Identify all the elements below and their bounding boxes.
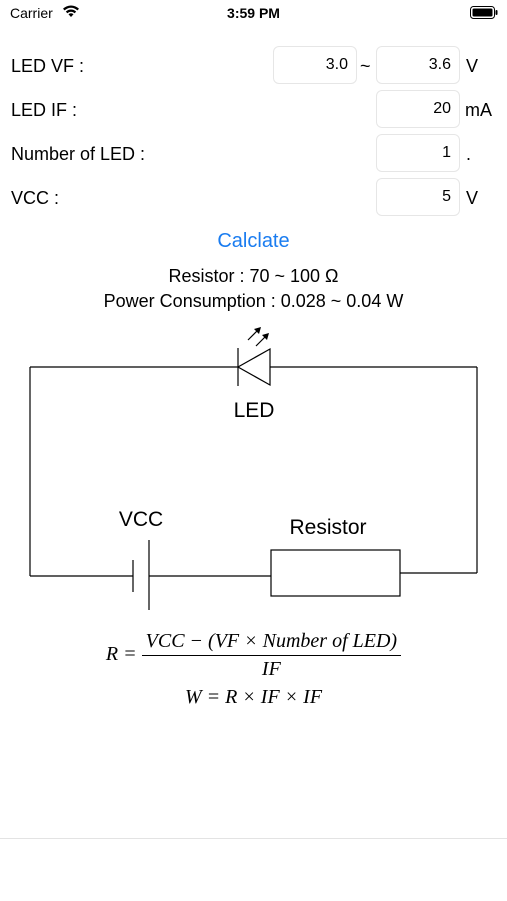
carrier-label: Carrier xyxy=(10,5,53,21)
wifi-icon xyxy=(63,5,79,17)
resistor-symbol xyxy=(270,549,401,597)
vcc-label: VCC : xyxy=(11,188,60,208)
resistor-formula-lhs: R = xyxy=(105,643,137,666)
resistor-formula-fraction: VCC − (VF × Number of LED) IF xyxy=(141,630,402,681)
led-vf-min-input[interactable] xyxy=(273,46,357,84)
vcc-unit: V xyxy=(466,188,479,208)
led-vf-unit: V xyxy=(466,56,479,76)
power-result: Power Consumption : 0.028 ~ 0.04 W xyxy=(103,291,404,311)
led-count-input[interactable] xyxy=(376,134,460,172)
vcc-diagram-label: VCC xyxy=(119,508,163,531)
led-if-label: LED IF : xyxy=(11,100,78,120)
status-time: 3:59 PM xyxy=(227,5,280,21)
resistor-formula-numerator: VCC − (VF × Number of LED) xyxy=(141,630,402,656)
led-label: LED xyxy=(234,399,275,422)
circuit-wires xyxy=(29,366,478,577)
led-vf-max-input[interactable] xyxy=(376,46,460,84)
bottom-bar xyxy=(0,838,507,901)
resistor-formula-denominator: IF xyxy=(261,658,281,680)
led-vf-label: LED VF : xyxy=(11,56,85,76)
range-separator: ~ xyxy=(360,56,371,76)
circuit-diagram: LED VCC Resistor xyxy=(29,327,478,610)
led-count-label: Number of LED : xyxy=(11,144,146,164)
led-light-arrows xyxy=(254,327,269,340)
vcc-input[interactable] xyxy=(376,178,460,216)
resistor-label: Resistor xyxy=(289,516,366,539)
battery-symbol xyxy=(132,540,150,610)
battery-icon xyxy=(470,6,498,19)
power-formula: W = R × IF × IF xyxy=(184,686,323,708)
led-if-input[interactable] xyxy=(376,90,460,128)
resistor-formula: R = VCC − (VF × Number of LED) IF xyxy=(0,630,507,681)
led-count-unit: . xyxy=(466,144,472,164)
led-if-unit: mA xyxy=(465,100,492,120)
resistor-result: Resistor : 70 ~ 100 Ω xyxy=(168,266,339,286)
calculate-button[interactable]: Calclate xyxy=(217,230,290,252)
